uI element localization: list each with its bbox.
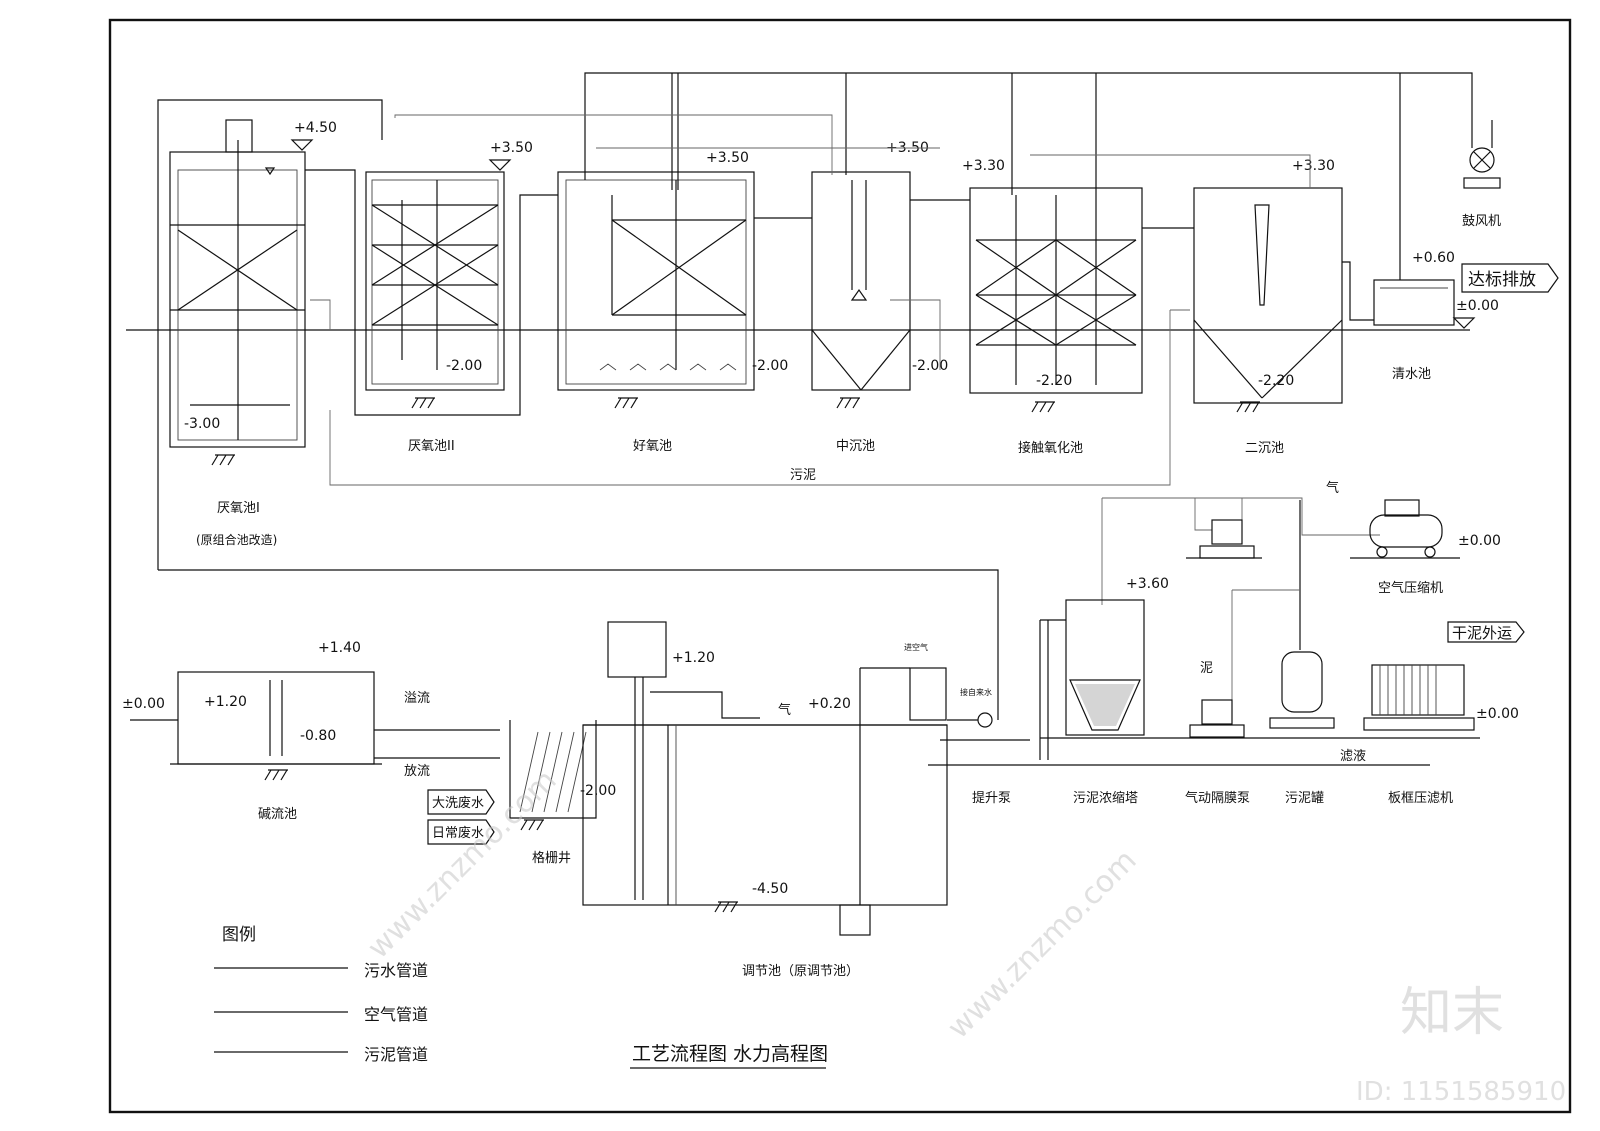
label-clear-water: 清水池 [1392,367,1431,382]
dry-sludge-arrow [1447,621,1525,643]
label-drain: 放流 [404,764,430,779]
elev-aero-bottom: -2.00 [752,358,788,374]
anaerobic-tank-1 [169,119,306,466]
label-regulating-tank: 调节池（原调节池） [742,964,859,979]
elev-a1-bottom: -3.00 [184,416,220,432]
watermark-id: ID: 1151585910 [1356,1077,1566,1107]
label-filtrate: 滤液 [1340,749,1366,764]
lift-pump [940,712,1030,741]
label-inlet-big: 大洗废水 [432,795,484,811]
elev-sc-top: +3.30 [1292,158,1335,174]
label-filter-press: 板框压滤机 [1388,791,1453,806]
label-air-compressor: 空气压缩机 [1378,580,1443,596]
label-contact-oxidation: 接触氧化池 [1018,440,1083,456]
label-sludge-tank: 污泥罐 [1285,791,1324,806]
elev-reg-top: +1.20 [672,650,715,666]
label-tap-water: 接自来水 [960,687,992,697]
sludge-tank [1269,651,1335,729]
label-aerobic: 好氧池 [633,439,672,454]
wastewater-pipe-top [157,99,1374,570]
alkali-tank [130,671,382,781]
legend-item-sludge: 污泥管道 [364,1045,428,1064]
contact-oxidation-tank [969,187,1143,413]
elev-co-bottom: -2.20 [1036,373,1072,389]
diaphragm-pump-lower [1189,699,1245,738]
label-thickener: 污泥浓缩塔 [1073,790,1138,806]
elev-a2-bottom: -2.00 [446,358,482,374]
label-sludge: 污泥 [790,468,816,483]
diaphragm-pump-top [1186,519,1262,559]
label-inlet-daily: 日常废水 [432,825,484,841]
label-secondary-clarifier: 二沉池 [1245,441,1284,456]
elev-compressor: ±0.00 [1458,533,1501,549]
elev-screen-bottom: -2.00 [580,783,616,799]
elev-reg-bottom: -4.50 [752,881,788,897]
middle-clarifier [811,171,911,409]
filter-press [1363,664,1475,731]
lift-pump-riser [158,569,999,720]
elev-reg-water: +0.20 [808,696,851,712]
sludge-line-right [1101,497,1380,700]
anaerobic-tank-2 [365,171,505,409]
elev-marker [488,159,512,171]
elev-mid-bottom: -2.00 [912,358,948,374]
label-mid-clarifier: 中沉池 [836,439,875,454]
sludge-thickener [1039,599,1145,760]
sludge-pipe [310,299,1190,486]
discharge-arrow [1461,263,1559,293]
elev-a2-top: +3.50 [490,140,533,156]
watermark-brand: 知末 [1400,983,1504,1043]
drawing-frame [108,18,1572,1114]
elev-sc-bottom: -2.20 [1258,373,1294,389]
label-air-in: 进空气 [904,642,928,652]
elev-thickener: +3.60 [1126,576,1169,592]
elev-alkali-ground: ±0.00 [122,696,165,712]
elev-filter-press: ±0.00 [1476,706,1519,722]
elev-co-top: +3.30 [962,158,1005,174]
label-anaerobic-2: 厌氧池II [408,439,455,454]
air-compressor [1350,499,1460,559]
inlet-arrows [427,789,495,845]
label-screen-well: 格栅井 [532,850,571,866]
clear-water-tank [1373,279,1455,326]
elev-marker [1452,317,1476,329]
secondary-clarifier [1193,187,1343,413]
regulating-tank [582,621,948,936]
label-gas-reg: 气 [778,702,791,718]
elev-a1-top: +4.50 [294,120,337,136]
label-discharge: 达标排放 [1468,270,1536,290]
drawing-title: 工艺流程图 水力高程图 [632,1043,828,1065]
label-anaerobic-1: 厌氧池I [217,501,260,516]
label-gas-top: 气 [1326,480,1339,496]
legend [214,967,348,1053]
elev-alkali-water: +1.20 [204,694,247,710]
elev-alkali-bottom: -0.80 [300,728,336,744]
legend-item-air: 空气管道 [364,1005,428,1024]
label-overflow: 溢流 [404,691,430,706]
label-lift-pump: 提升泵 [972,790,1011,806]
elev-marker [290,139,314,151]
elev-aero-top: +3.50 [706,150,749,166]
watermark-text-2: www.znzmo.com [941,843,1144,1046]
label-alkali-tank: 碱流池 [258,807,297,822]
label-diaphragm-pump: 气动隔膜泵 [1185,790,1250,806]
legend-item-sewage: 污水管道 [364,961,428,980]
label-mud: 泥 [1200,661,1213,676]
elev-cw-bottom: ±0.00 [1456,298,1499,314]
elev-cw-top: +0.60 [1412,250,1455,266]
screen-well [509,720,597,831]
aerobic-tank [557,171,755,409]
legend-title: 图例 [222,925,256,945]
label-anaerobic-1-note: (原组合池改造) [196,532,277,547]
label-blower: 鼓风机 [1462,214,1501,229]
blower [1463,120,1501,189]
elev-alkali-top: +1.40 [318,640,361,656]
air-pipe-network [584,72,1473,280]
filtrate-line [928,737,1480,766]
label-dry-sludge: 干泥外运 [1452,624,1512,642]
